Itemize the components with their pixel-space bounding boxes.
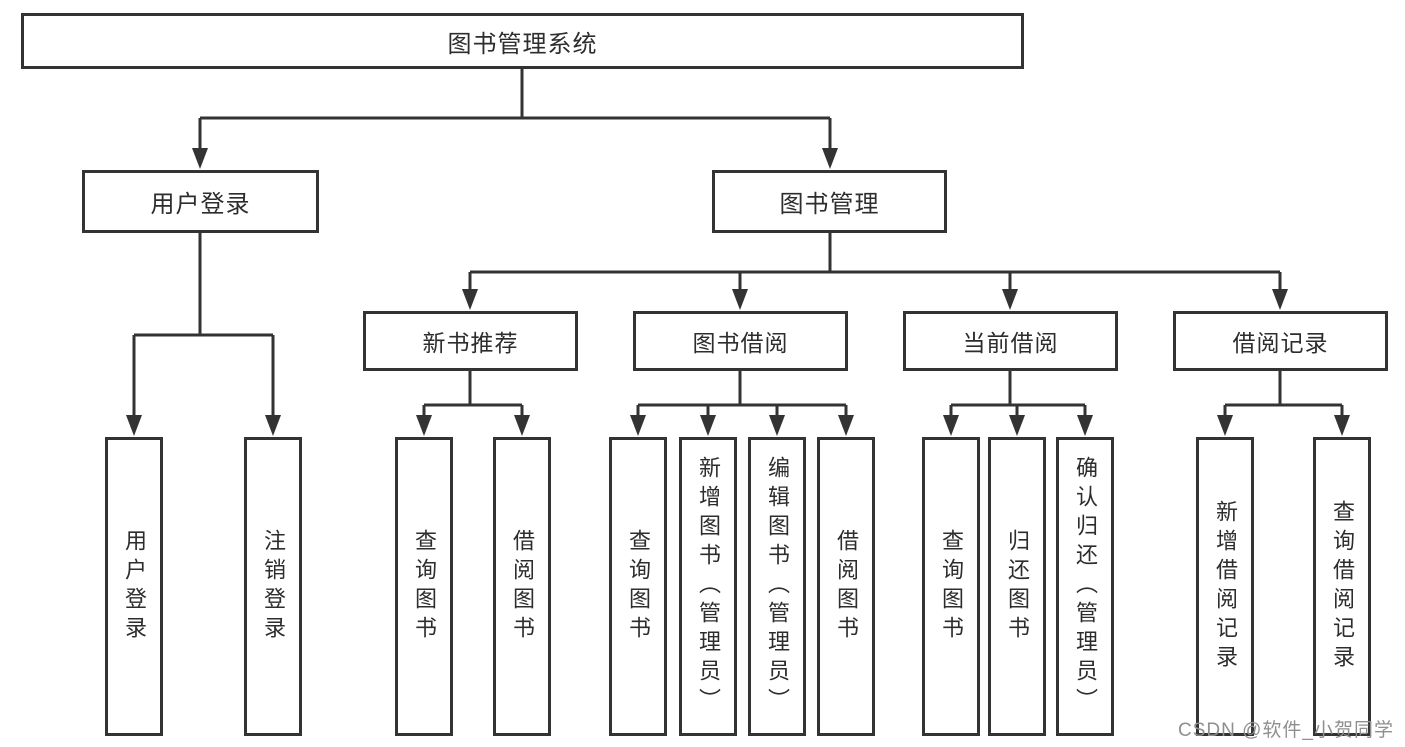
leaf-user-login: 用户登录	[105, 437, 163, 736]
leaf-add-borrow-record-label: 新增借阅记录	[1213, 499, 1238, 674]
leaf-edit-book-admin: 编辑图书（管理员）	[748, 437, 806, 736]
node-user-login: 用户登录	[82, 170, 319, 233]
leaf-query-book-current: 查询图书	[922, 437, 980, 736]
node-book-management: 图书管理	[712, 170, 947, 233]
node-current-borrow: 当前借阅	[903, 311, 1118, 371]
node-borrow-records: 借阅记录	[1173, 311, 1388, 371]
node-root-label: 图书管理系统	[447, 30, 598, 58]
leaf-user-login-label: 用户登录	[122, 528, 147, 645]
node-book-management-label: 图书管理	[779, 191, 880, 218]
leaf-logout: 注销登录	[244, 437, 302, 736]
leaf-query-borrow-record: 查询借阅记录	[1313, 437, 1371, 736]
node-new-book-recommend: 新书推荐	[363, 311, 578, 371]
node-new-book-recommend-label: 新书推荐	[422, 330, 519, 356]
leaf-borrow-book: 借阅图书	[817, 437, 875, 736]
node-root: 图书管理系统	[21, 13, 1024, 69]
leaf-query-borrow-record-label: 查询借阅记录	[1330, 499, 1355, 674]
leaf-query-book-current-label: 查询图书	[939, 528, 964, 645]
leaf-borrow-book-recommend-label: 借阅图书	[510, 528, 535, 645]
leaf-query-book-recommend-label: 查询图书	[412, 528, 437, 645]
node-current-borrow-label: 当前借阅	[962, 330, 1059, 356]
leaf-add-book-admin: 新增图书（管理员）	[679, 437, 737, 736]
leaf-add-book-admin-label: 新增图书（管理员）	[696, 456, 721, 717]
leaf-return-book-label: 归还图书	[1005, 528, 1030, 645]
node-user-login-label: 用户登录	[150, 191, 251, 218]
leaf-confirm-return-admin: 确认归还（管理员）	[1056, 437, 1114, 736]
node-book-borrow: 图书借阅	[633, 311, 848, 371]
arrowhead-group	[126, 148, 1350, 436]
leaf-borrow-book-label: 借阅图书	[834, 528, 859, 645]
leaf-return-book: 归还图书	[988, 437, 1046, 736]
leaf-query-book-recommend: 查询图书	[395, 437, 453, 736]
leaf-logout-label: 注销登录	[261, 528, 286, 645]
leaf-query-book-borrow: 查询图书	[609, 437, 667, 736]
leaf-confirm-return-admin-label: 确认归还（管理员）	[1073, 456, 1098, 717]
leaf-add-borrow-record: 新增借阅记录	[1196, 437, 1254, 736]
leaf-borrow-book-recommend: 借阅图书	[493, 437, 551, 736]
watermark: CSDN @软件_小贺同学	[1178, 720, 1394, 741]
node-borrow-records-label: 借阅记录	[1232, 330, 1329, 356]
leaf-query-book-borrow-label: 查询图书	[626, 528, 651, 645]
leaf-edit-book-admin-label: 编辑图书（管理员）	[765, 456, 790, 717]
node-book-borrow-label: 图书借阅	[692, 330, 789, 356]
